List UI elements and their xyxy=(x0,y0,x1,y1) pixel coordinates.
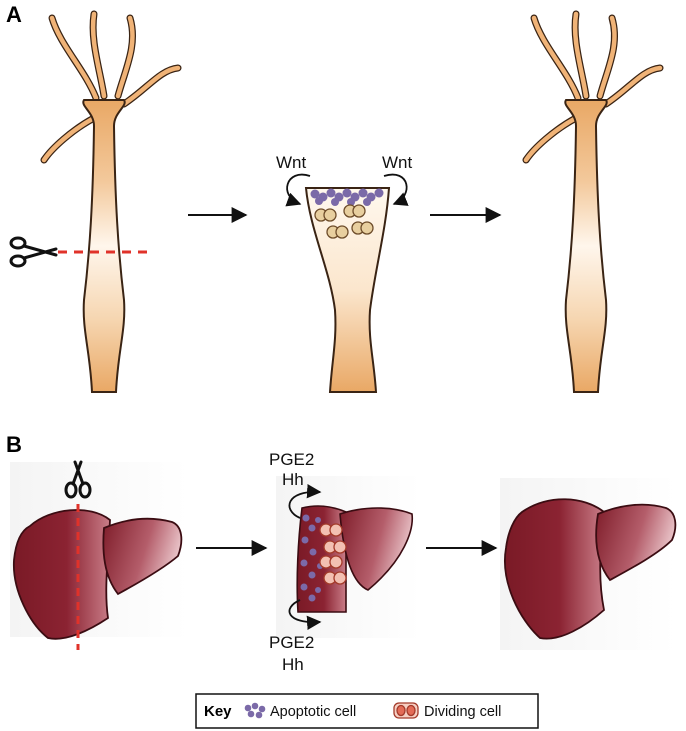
scissors-icon xyxy=(9,236,58,268)
liver-regenerated xyxy=(500,478,677,650)
legend-key: Key Apoptotic cell Dividing cell xyxy=(195,693,539,729)
hh-label-top: Hh xyxy=(282,470,304,489)
pge2-label-bottom: PGE2 xyxy=(269,633,314,652)
key-apoptotic-label: Apoptotic cell xyxy=(270,704,356,720)
apoptotic-cell-icon xyxy=(244,702,266,719)
panel-b-label: B xyxy=(6,432,22,457)
liver-regenerating: PGE2 Hh PGE2 Hh xyxy=(269,450,420,674)
wnt-label-right: Wnt xyxy=(382,153,413,172)
dividing-cells xyxy=(314,204,374,239)
wnt-label-left: Wnt xyxy=(276,153,307,172)
hydra-intact xyxy=(9,10,182,393)
scissors-icon xyxy=(64,460,92,499)
hydra-body xyxy=(82,99,126,393)
panel-a-label: A xyxy=(6,2,22,27)
key-title: Key xyxy=(204,703,232,720)
key-dividing-label: Dividing cell xyxy=(424,704,501,720)
wnt-loop-arrow-left xyxy=(285,173,311,207)
hh-label-bottom: Hh xyxy=(282,655,304,674)
dividing-cells xyxy=(319,523,347,585)
hydra-regenerated xyxy=(522,10,664,393)
wnt-loop-arrow-right xyxy=(383,173,409,206)
apoptotic-cells xyxy=(300,514,323,602)
apoptotic-cells xyxy=(310,188,384,206)
liver-left-lobe xyxy=(13,509,111,640)
liver-intact xyxy=(10,460,188,650)
pge2-label-top: PGE2 xyxy=(269,450,314,469)
signal-loop-arrow-bottom xyxy=(288,599,322,630)
liver-right-lobe xyxy=(102,517,183,596)
hydra-regenerating: Wnt Wnt xyxy=(276,153,413,393)
dividing-cell-icon xyxy=(393,702,419,719)
hydra-stump xyxy=(304,187,391,393)
signal-loop-arrow-top xyxy=(288,484,322,519)
